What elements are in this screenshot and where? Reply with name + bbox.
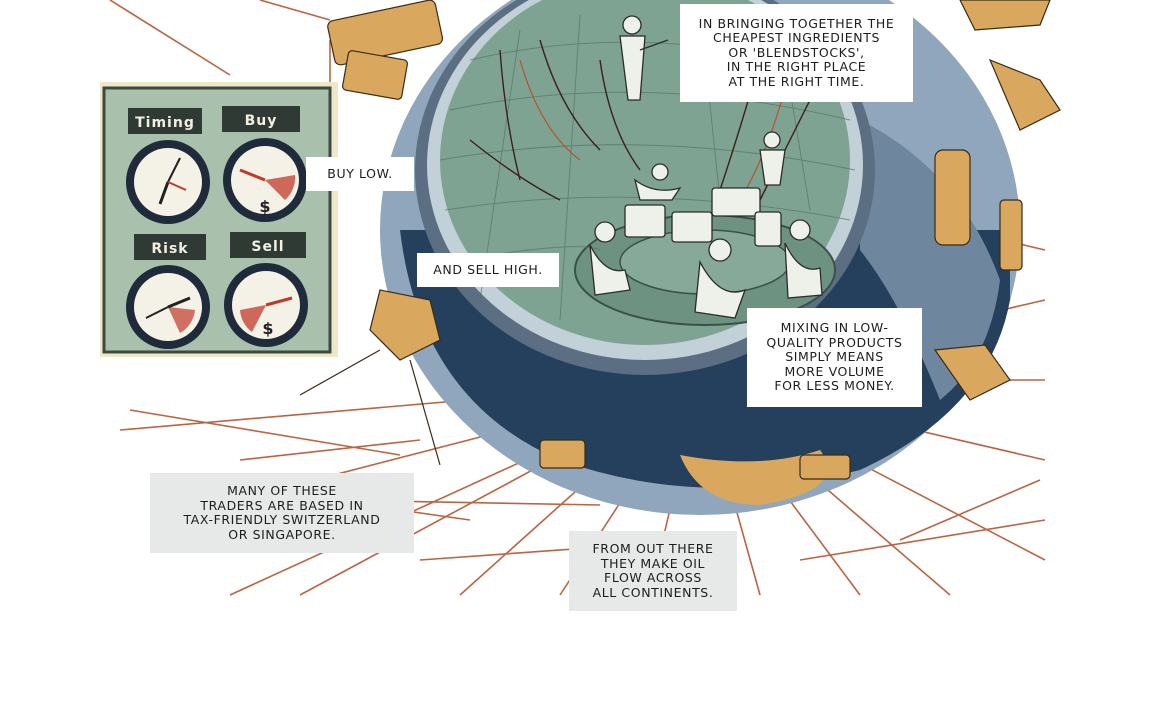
buy-gauge: $ [223,138,307,222]
caption-traders: Many of these traders are based in tax-f… [150,473,414,553]
timing-gauge [126,140,210,224]
sell-dollar-icon: $ [262,319,273,338]
caption-ingredients: In bringing together the cheapest ingred… [680,4,913,102]
sell-gauge: $ [224,263,308,347]
traders [589,15,823,319]
caption-sell-high: And sell high. [417,253,559,287]
gauge-label-sell: Sell [251,239,284,255]
caption-mixing: Mixing in low- quality products simply m… [747,308,922,407]
buy-dollar-icon: $ [259,197,270,216]
gauge-panel: Timing Buy Risk Sell $ [100,82,338,357]
caption-buy-low: Buy low. [306,157,414,191]
risk-gauge [126,265,210,349]
caption-oil-flow: From out there they make oil flow across… [569,531,737,611]
gauge-label-buy: Buy [245,113,278,129]
gauge-label-timing: Timing [135,115,195,131]
gauge-label-risk: Risk [151,241,188,257]
oil-rigs [299,0,1061,480]
